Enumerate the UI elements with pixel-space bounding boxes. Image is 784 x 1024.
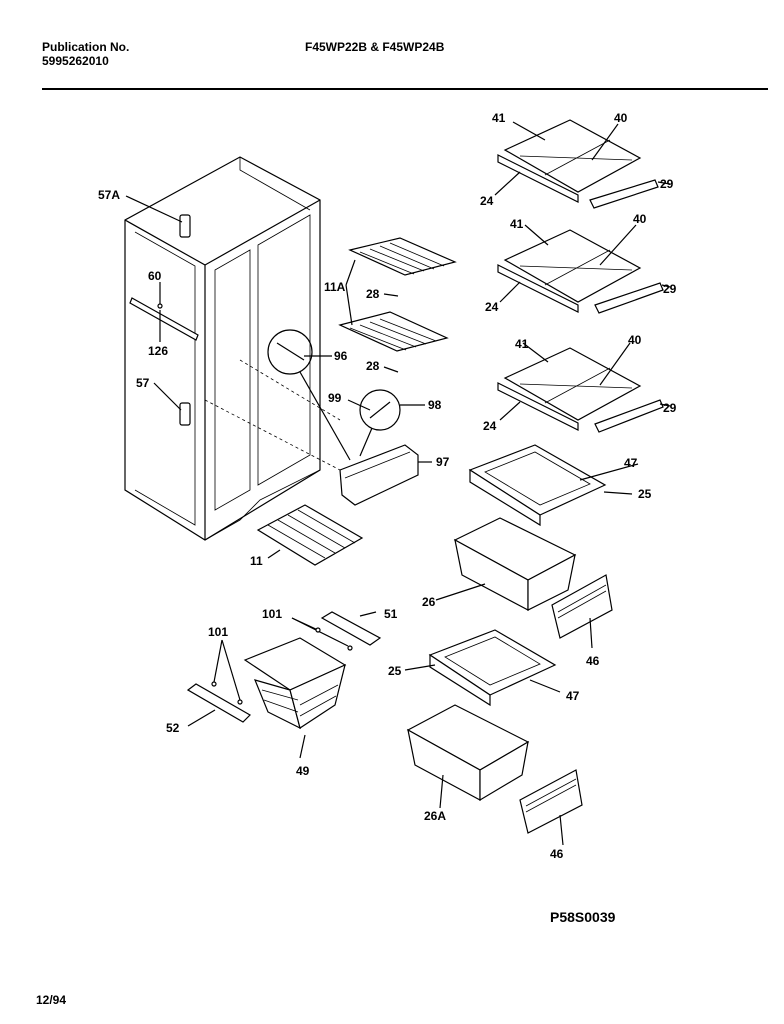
part-96-detail bbox=[267, 329, 351, 461]
callout-57a: 57A bbox=[98, 188, 120, 202]
figure-id: P58S0039 bbox=[550, 909, 616, 925]
callout-labels: 57A 60 126 57 11A 28 28 96 99 98 97 11 4… bbox=[98, 111, 677, 861]
glass-shelf-set-1 bbox=[494, 119, 671, 209]
callout-26: 26 bbox=[422, 595, 436, 609]
callout-26a: 26A bbox=[424, 809, 446, 823]
publication-number: 5995262010 bbox=[42, 54, 109, 68]
callout-41-middle: 41 bbox=[510, 217, 524, 231]
glass-shelf-set-3 bbox=[497, 342, 671, 433]
callout-29-middle: 29 bbox=[663, 282, 677, 296]
callout-29-top: 29 bbox=[660, 177, 674, 191]
callout-51: 51 bbox=[384, 607, 398, 621]
callout-40-top: 40 bbox=[614, 111, 628, 125]
callout-40-bottom: 40 bbox=[628, 333, 642, 347]
crisper-cover-lower bbox=[404, 629, 561, 707]
callout-46-upper: 46 bbox=[586, 654, 600, 668]
header-rule bbox=[42, 88, 768, 90]
callout-47-upper: 47 bbox=[624, 456, 638, 470]
callout-98: 98 bbox=[428, 398, 442, 412]
model-numbers: F45WP22B & F45WP24B bbox=[305, 40, 445, 54]
callout-40-middle: 40 bbox=[633, 212, 647, 226]
crisper-drawer-upper bbox=[435, 517, 577, 611]
crisper-front-upper bbox=[551, 574, 613, 649]
callout-28-lower-shelf: 28 bbox=[366, 359, 380, 373]
crisper-drawer-lower bbox=[406, 704, 530, 809]
part-98-detail bbox=[347, 389, 425, 457]
part-126-rail bbox=[129, 282, 199, 342]
callout-60: 60 bbox=[148, 269, 162, 283]
cabinet bbox=[124, 156, 341, 541]
callout-101-screws: 101 bbox=[208, 625, 228, 639]
part-11a-wire-shelves bbox=[338, 237, 457, 373]
callout-28-upper-shelf: 28 bbox=[366, 287, 380, 301]
glass-shelf-set-2 bbox=[497, 224, 671, 314]
part-57a-clip bbox=[125, 195, 191, 238]
revision-date: 12/94 bbox=[36, 993, 67, 1007]
callout-11a: 11A bbox=[324, 280, 346, 294]
part-11-wire-shelf bbox=[256, 504, 364, 566]
callout-24-middle: 24 bbox=[485, 300, 499, 314]
callout-126: 126 bbox=[148, 344, 168, 358]
crisper-cover-upper bbox=[468, 444, 639, 527]
callout-49: 49 bbox=[296, 764, 310, 778]
callout-47-lower: 47 bbox=[566, 689, 580, 703]
callout-96: 96 bbox=[334, 349, 348, 363]
callout-24-top: 24 bbox=[480, 194, 494, 208]
callout-52: 52 bbox=[166, 721, 180, 735]
callout-24-bottom: 24 bbox=[483, 419, 497, 433]
callout-97: 97 bbox=[436, 455, 450, 469]
crisper-front-lower bbox=[519, 769, 583, 846]
callout-25-upper: 25 bbox=[638, 487, 652, 501]
publication-label: Publication No. bbox=[42, 40, 130, 54]
callout-41-top: 41 bbox=[492, 111, 506, 125]
callout-11: 11 bbox=[250, 554, 263, 568]
callout-25-lower: 25 bbox=[388, 664, 402, 678]
callout-46-lower: 46 bbox=[550, 847, 564, 861]
callout-101-rail: 101 bbox=[262, 607, 282, 621]
callout-99: 99 bbox=[328, 391, 342, 405]
part-52-rail bbox=[186, 639, 251, 727]
callout-57: 57 bbox=[136, 376, 150, 390]
part-49-basket bbox=[243, 637, 347, 759]
part-51-rail bbox=[291, 611, 382, 651]
part-57-clip bbox=[153, 382, 191, 426]
callout-29-bottom: 29 bbox=[663, 401, 677, 415]
callout-41-bottom: 41 bbox=[515, 337, 529, 351]
part-97-module bbox=[339, 444, 432, 506]
